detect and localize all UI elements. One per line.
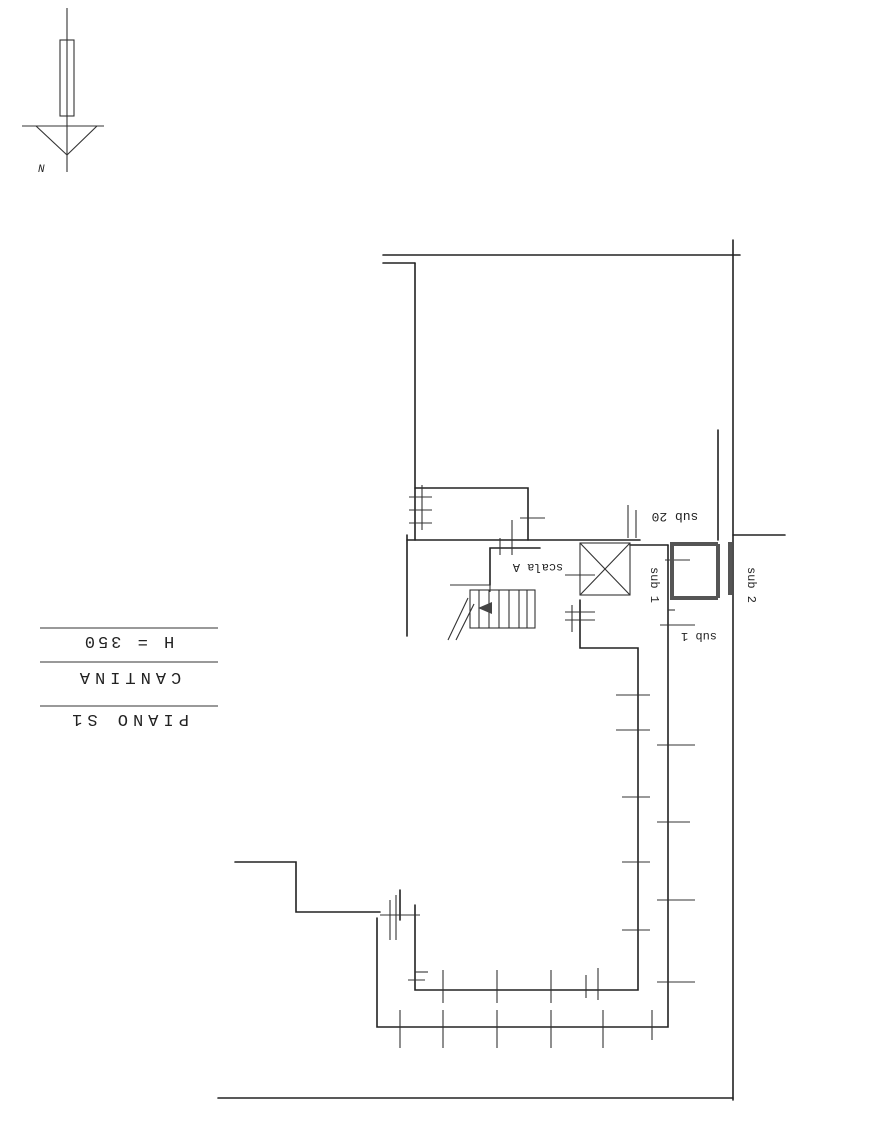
- north-label: N: [38, 164, 45, 176]
- legend-floor: PIANO S1: [67, 709, 189, 728]
- stair-label: scala A: [512, 560, 563, 574]
- wall-ticks: [380, 485, 695, 1048]
- cellar-unit-outline: [670, 542, 732, 600]
- sub20-label: sub 20: [652, 509, 699, 524]
- corridor-walls: [234, 487, 669, 1028]
- legend-height: H = 350: [82, 631, 174, 650]
- staircase-icon: [447, 584, 536, 641]
- sub2-label: sub 2: [744, 567, 758, 603]
- elevator-shaft-icon: [579, 542, 631, 596]
- north-arrow-icon: N: [22, 8, 104, 176]
- outer-walls: [217, 239, 786, 1101]
- sub1-vertical-label: sub 1: [647, 567, 661, 603]
- legend-use: CANTINA: [75, 667, 181, 686]
- sub1-label: sub 1: [681, 629, 717, 643]
- legend: H = 350 CANTINA PIANO S1: [40, 627, 218, 728]
